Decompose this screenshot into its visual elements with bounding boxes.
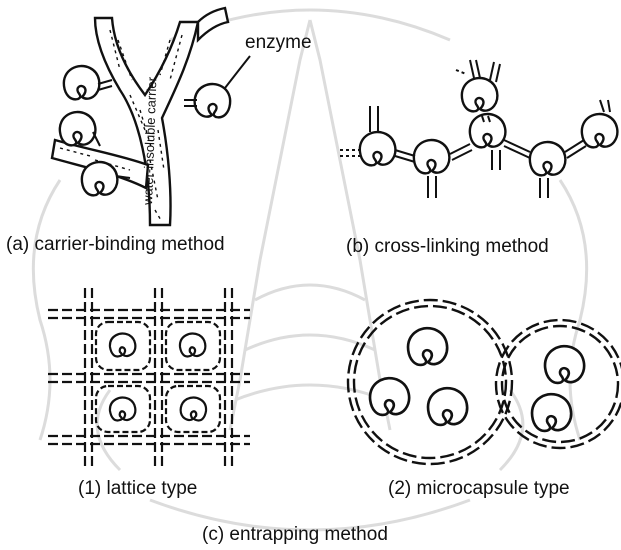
lattice-illustration	[48, 288, 250, 470]
enzyme-label: enzyme	[245, 32, 312, 53]
caption-microcapsule-type: (2) microcapsule type	[388, 478, 570, 499]
caption-lattice-type: (1) lattice type	[78, 478, 197, 499]
caption-entrapping: (c) entrapping method	[202, 524, 388, 545]
caption-carrier-binding: (a) carrier-binding method	[6, 234, 225, 255]
lattice-enzymes	[110, 334, 206, 421]
microcapsule-enzymes	[370, 328, 584, 431]
enzyme-shape	[195, 84, 231, 117]
enzyme-shape	[64, 66, 100, 99]
watermark-seal	[33, 10, 586, 530]
enzyme-shape	[82, 162, 118, 195]
enzyme-shape	[60, 112, 96, 145]
caption-cross-linking: (b) cross-linking method	[346, 236, 549, 257]
cross-linking-illustration	[340, 60, 617, 198]
